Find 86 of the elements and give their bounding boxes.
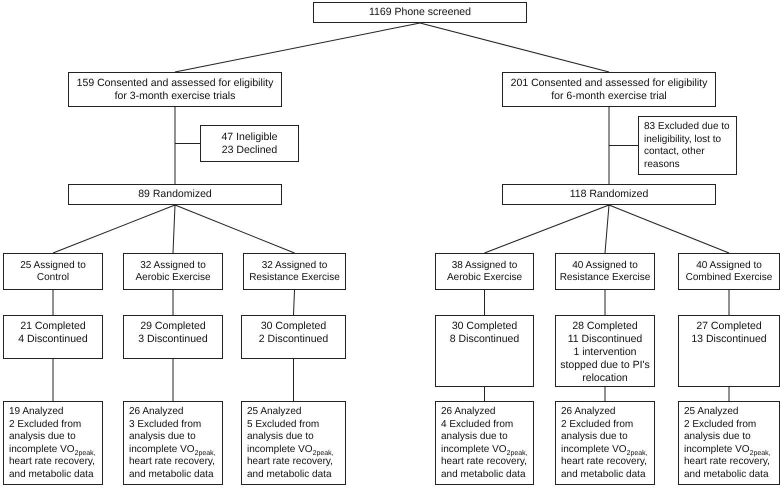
connector-line: [52, 290, 54, 316]
connector-line: [174, 106, 200, 144]
box-text: 40 Assigned to Combined Exercise: [684, 260, 774, 284]
box-text: 26 Analyzed: [561, 406, 616, 418]
box-text: 26 Analyzed: [129, 406, 184, 418]
process-box: [3, 401, 103, 485]
box-text: 11 Discontinued: [568, 333, 642, 346]
process-box: [3, 315, 103, 359]
box-text: 28 Completed: [572, 320, 638, 333]
process-box: [678, 401, 780, 485]
connector-line: [604, 204, 610, 254]
process-box: [555, 401, 655, 485]
process-box: [313, 2, 527, 23]
process-box: [123, 253, 223, 290]
box-text: 8 Discontinued: [450, 333, 520, 346]
process-box: [68, 184, 282, 205]
process-box: [200, 125, 299, 162]
box-text: 29 Completed: [140, 320, 206, 333]
process-box: [555, 253, 655, 290]
process-box: [678, 253, 780, 290]
process-box: [3, 253, 103, 290]
connector-line: [608, 106, 638, 146]
box-text: 2 Discontinued: [258, 333, 328, 346]
process-box: [502, 184, 716, 205]
box-text: 3 Excluded from analysis due to incomplete VO$_{2peak,}$ heart rate recovery, and metabolic data: [129, 418, 217, 481]
box-text: 47 Ineligible: [221, 130, 278, 144]
connector-line: [484, 290, 485, 316]
box-text: 25 Analyzed: [684, 406, 738, 418]
connector-line: [52, 358, 54, 402]
box-text: 1169 Phone screened: [369, 6, 471, 19]
process-box: [68, 72, 282, 107]
box-text: 21 Completed: [20, 320, 86, 333]
process-box: [241, 401, 346, 485]
box-text: 3 Discontinued: [138, 333, 208, 346]
connector-line: [293, 358, 294, 402]
process-box: [123, 401, 223, 485]
box-text: 26 Analyzed: [441, 406, 496, 418]
connector-line: [728, 386, 730, 402]
box-text: 40 Assigned to Resistance Exercise: [558, 260, 652, 284]
process-box: [123, 315, 223, 359]
process-box: [241, 315, 346, 359]
process-box: [435, 401, 534, 485]
process-box: [243, 253, 346, 290]
box-text: 4 Excluded from analysis due to incomplete VO$_{2peak,}$ heart rate recovery, and metabolic data: [441, 418, 529, 481]
connector-line: [604, 290, 606, 316]
connector-line: [172, 290, 174, 316]
box-text: 201 Consented and assessed for eligibility for 6-month exercise trial: [510, 76, 708, 102]
box-text: 38 Assigned to Aerobic Exercise: [446, 260, 524, 284]
box-text: 2 Excluded from analysis due to incomplete VO$_{2peak,}$ heart rate recovery, and metabolic data: [684, 418, 772, 481]
box-text: 2 Excluded from analysis due to incomplete VO$_{2peak,}$ heart rate recovery, and metabolic data: [9, 418, 97, 481]
box-text: 1 intervention stopped due to PI's relocation: [559, 346, 651, 385]
connector-line: [293, 290, 295, 316]
box-text: 25 Assigned to Control: [19, 260, 87, 284]
box-text: 19 Analyzed: [9, 406, 64, 418]
process-box: [678, 315, 780, 387]
box-text: 32 Assigned to Resistance Exercise: [248, 260, 341, 284]
box-text: 5 Excluded from analysis due to incomplete VO$_{2peak,}$ heart rate recovery, and metabolic data: [247, 418, 335, 481]
box-text: 2 Excluded from analysis due to incomplete VO$_{2peak,}$ heart rate recovery, and metabolic data: [561, 418, 649, 481]
connector-line: [484, 386, 485, 402]
process-box: [555, 315, 655, 387]
connector-line: [604, 386, 606, 402]
box-text: 118 Randomized: [570, 188, 648, 201]
process-box: [638, 116, 737, 175]
process-box: [435, 315, 534, 387]
process-box: [502, 72, 716, 107]
connector-line: [484, 204, 610, 254]
box-text: 30 Completed: [260, 320, 326, 333]
box-text: 83 Excluded due to ineligibility, lost to contact, other reasons: [644, 121, 731, 171]
connector-line: [52, 204, 176, 254]
connector-line: [172, 204, 176, 254]
box-text: 89 Randomized: [138, 188, 212, 201]
connector-line: [174, 22, 420, 72]
box-text: 25 Analyzed: [247, 406, 302, 418]
connector-line: [608, 204, 730, 254]
connector-line: [728, 290, 730, 316]
box-text: 32 Assigned to Aerobic Exercise: [134, 260, 212, 284]
connector-line: [172, 358, 174, 402]
box-text: 159 Consented and assessed for eligibility for 3-month exercise trials: [76, 76, 274, 102]
box-text: 30 Completed: [452, 320, 518, 333]
box-text: 27 Completed: [696, 320, 762, 333]
box-text: 13 Discontinued: [691, 333, 767, 346]
box-text: 4 Discontinued: [18, 333, 88, 346]
process-box: [435, 253, 534, 290]
connector-line: [174, 204, 295, 254]
box-text: 23 Declined: [222, 144, 278, 156]
connector-line: [420, 22, 610, 72]
